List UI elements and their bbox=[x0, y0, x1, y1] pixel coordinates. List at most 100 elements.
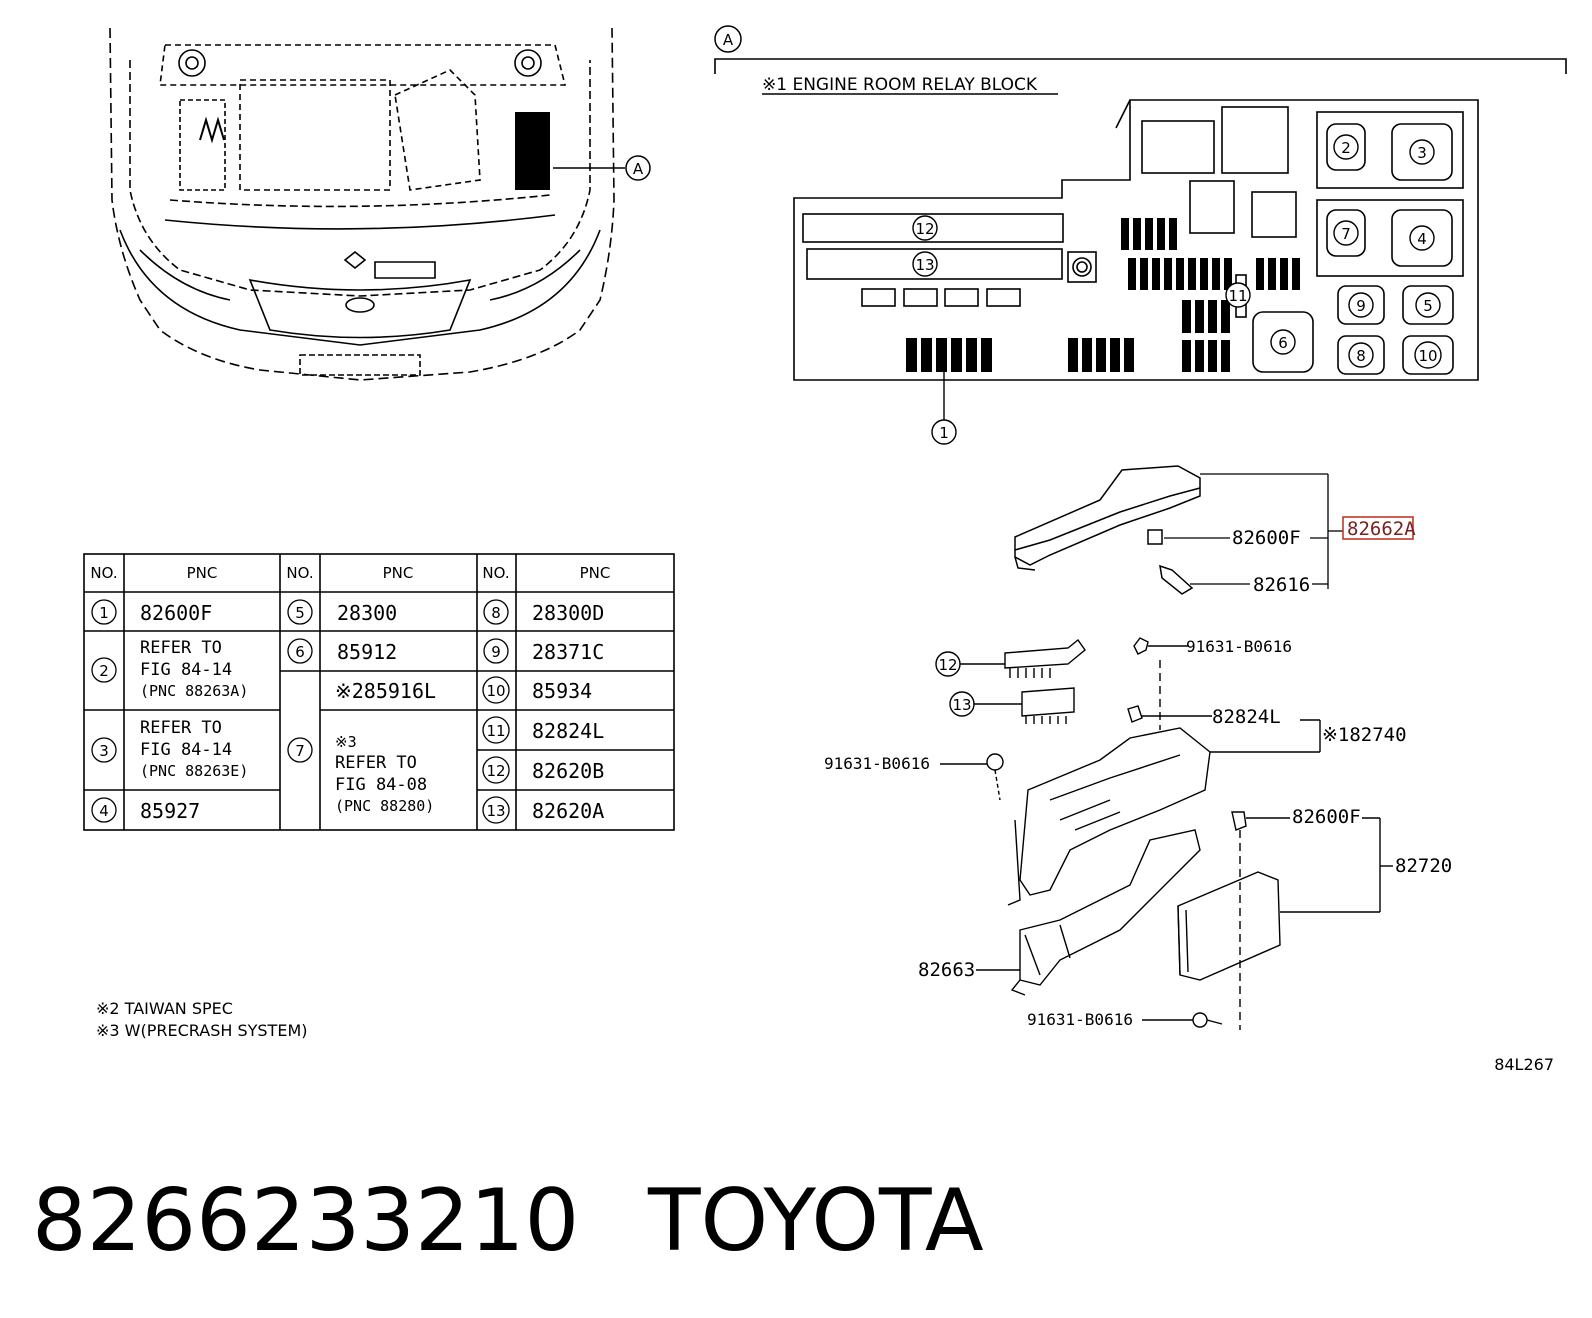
relay-block-body-illustration bbox=[940, 637, 1321, 906]
position-8-marker: 8 bbox=[1348, 342, 1374, 368]
svg-text:11: 11 bbox=[486, 722, 505, 740]
svg-text:11: 11 bbox=[1228, 287, 1247, 305]
bolt-91631-c-label[interactable]: 91631-B0616 bbox=[1027, 1010, 1133, 1029]
part-82600F-top-label[interactable]: 82600F bbox=[1232, 527, 1301, 549]
position-10-marker: 10 bbox=[1414, 341, 1442, 369]
svg-text:13: 13 bbox=[486, 802, 505, 820]
part-82600F-mid-label[interactable]: 82600F bbox=[1292, 806, 1361, 828]
part-number: 8266233210 bbox=[32, 1171, 579, 1271]
bolt-91631-b-label[interactable]: 91631-B0616 bbox=[824, 754, 930, 773]
note-taiwan-spec: ※2 TAIWAN SPEC bbox=[96, 999, 233, 1018]
table-header-pnc-3: PNC bbox=[580, 564, 611, 582]
svg-text:9: 9 bbox=[1356, 297, 1366, 315]
position-11-marker: 11 bbox=[1225, 282, 1251, 308]
table-header-no-3: NO. bbox=[482, 564, 509, 582]
svg-text:8: 8 bbox=[491, 604, 501, 622]
svg-text:FIG 84-08: FIG 84-08 bbox=[335, 775, 427, 795]
brand-name: TOYOTA bbox=[647, 1171, 984, 1271]
table-row: 10 85934 bbox=[482, 676, 592, 704]
position-3-marker: 3 bbox=[1409, 139, 1435, 165]
svg-text:(PNC 88280): (PNC 88280) bbox=[335, 797, 434, 815]
svg-text:82620B: 82620B bbox=[532, 759, 604, 783]
table-header-pnc-2: PNC bbox=[383, 564, 414, 582]
svg-text:7: 7 bbox=[295, 742, 305, 760]
position-4-marker: 4 bbox=[1409, 225, 1435, 251]
svg-text:28300D: 28300D bbox=[532, 601, 604, 625]
svg-text:(PNC 88263E): (PNC 88263E) bbox=[140, 762, 248, 780]
svg-text:1: 1 bbox=[939, 424, 949, 442]
svg-text:82824L: 82824L bbox=[532, 719, 604, 743]
callout-12: 12 bbox=[935, 651, 961, 677]
svg-text:2: 2 bbox=[99, 662, 109, 680]
part-82824L-label[interactable]: 82824L bbox=[1212, 706, 1281, 728]
svg-text:(PNC 88263A): (PNC 88263A) bbox=[140, 682, 248, 700]
highlight-box bbox=[1342, 516, 1414, 540]
pnc-table: NO. PNC NO. PNC NO. PNC 1 82600F 2 REFER… bbox=[83, 553, 675, 831]
svg-text:28300: 28300 bbox=[337, 601, 397, 625]
svg-text:7: 7 bbox=[1341, 225, 1351, 243]
svg-text:3: 3 bbox=[99, 742, 109, 760]
svg-text:REFER TO: REFER TO bbox=[335, 753, 417, 773]
cover-82662A-illustration bbox=[1014, 465, 1201, 595]
svg-text:FIG 84-14: FIG 84-14 bbox=[140, 660, 232, 680]
part-82616-label[interactable]: 82616 bbox=[1253, 574, 1310, 596]
lower-case-82663-illustration bbox=[976, 829, 1223, 1028]
svg-text:4: 4 bbox=[1417, 230, 1427, 248]
svg-text:10: 10 bbox=[486, 682, 505, 700]
position-2-marker: 2 bbox=[1333, 134, 1359, 160]
relay-block-outline bbox=[793, 99, 1479, 381]
position-7-marker: 7 bbox=[1333, 220, 1359, 246]
table-header-no-2: NO. bbox=[286, 564, 313, 582]
svg-text:13: 13 bbox=[952, 696, 971, 714]
callout-A-engine: A bbox=[625, 155, 651, 181]
svg-text:6: 6 bbox=[295, 643, 305, 661]
svg-text:6: 6 bbox=[1278, 334, 1288, 352]
svg-text:1: 1 bbox=[99, 604, 109, 622]
fuses-12-13-illustration bbox=[960, 638, 1086, 724]
table-row: 2 REFER TO FIG 84-14 (PNC 88263A) bbox=[91, 638, 248, 700]
svg-text:12: 12 bbox=[915, 220, 934, 238]
svg-text:85934: 85934 bbox=[532, 679, 592, 703]
table-row: 13 82620A bbox=[482, 796, 604, 824]
table-row: 8 28300D bbox=[483, 599, 604, 625]
table-row: 7 ※285916L ※3 REFER TO FIG 84-08 (PNC 88… bbox=[287, 679, 436, 815]
svg-text:REFER TO: REFER TO bbox=[140, 718, 222, 738]
table-row: 1 82600F bbox=[91, 599, 212, 625]
svg-text:5: 5 bbox=[295, 604, 305, 622]
table-header-pnc-1: PNC bbox=[187, 564, 218, 582]
svg-text:FIG 84-14: FIG 84-14 bbox=[140, 740, 232, 760]
svg-text:5: 5 bbox=[1423, 297, 1433, 315]
note-precrash-system: ※3 W(PRECRASH SYSTEM) bbox=[96, 1021, 307, 1040]
bolt-91631-a-label[interactable]: 91631-B0616 bbox=[1186, 637, 1292, 656]
relay-block-title: ※1 ENGINE ROOM RELAY BLOCK bbox=[762, 75, 1038, 95]
part-82662A-label[interactable]: 82662A bbox=[1347, 518, 1416, 540]
svg-text:12: 12 bbox=[938, 656, 957, 674]
svg-text:8: 8 bbox=[1356, 347, 1366, 365]
svg-text:3: 3 bbox=[1417, 144, 1427, 162]
part-82720-label[interactable]: 82720 bbox=[1395, 855, 1452, 877]
leader-lines-cover bbox=[1164, 473, 1343, 589]
svg-text:28371C: 28371C bbox=[532, 640, 604, 664]
table-row: 6 85912 bbox=[287, 638, 397, 664]
svg-text:10: 10 bbox=[1418, 347, 1437, 365]
svg-text:※285916L: ※285916L bbox=[335, 679, 436, 703]
table-row: 5 28300 bbox=[287, 599, 397, 625]
view-A-header: A ※1 ENGINE ROOM RELAY BLOCK bbox=[714, 25, 1567, 95]
table-row: 4 85927 bbox=[91, 797, 200, 823]
table-row: 11 82824L bbox=[482, 716, 604, 744]
relay-boxes bbox=[1235, 123, 1454, 375]
fuse-arrays bbox=[906, 218, 1300, 372]
position-9-marker: 9 bbox=[1348, 292, 1374, 318]
part-82740-label[interactable]: ※182740 bbox=[1322, 724, 1407, 746]
table-header-no-1: NO. bbox=[90, 564, 117, 582]
position-6-marker: 6 bbox=[1270, 329, 1296, 355]
svg-text:A: A bbox=[633, 160, 644, 178]
part-82663-label[interactable]: 82663 bbox=[918, 959, 975, 981]
svg-text:A: A bbox=[723, 31, 734, 49]
svg-text:※3: ※3 bbox=[335, 733, 357, 751]
svg-text:12: 12 bbox=[486, 762, 505, 780]
svg-text:82600F: 82600F bbox=[140, 601, 212, 625]
svg-text:2: 2 bbox=[1341, 139, 1351, 157]
table-row: 3 REFER TO FIG 84-14 (PNC 88263E) bbox=[91, 718, 248, 780]
